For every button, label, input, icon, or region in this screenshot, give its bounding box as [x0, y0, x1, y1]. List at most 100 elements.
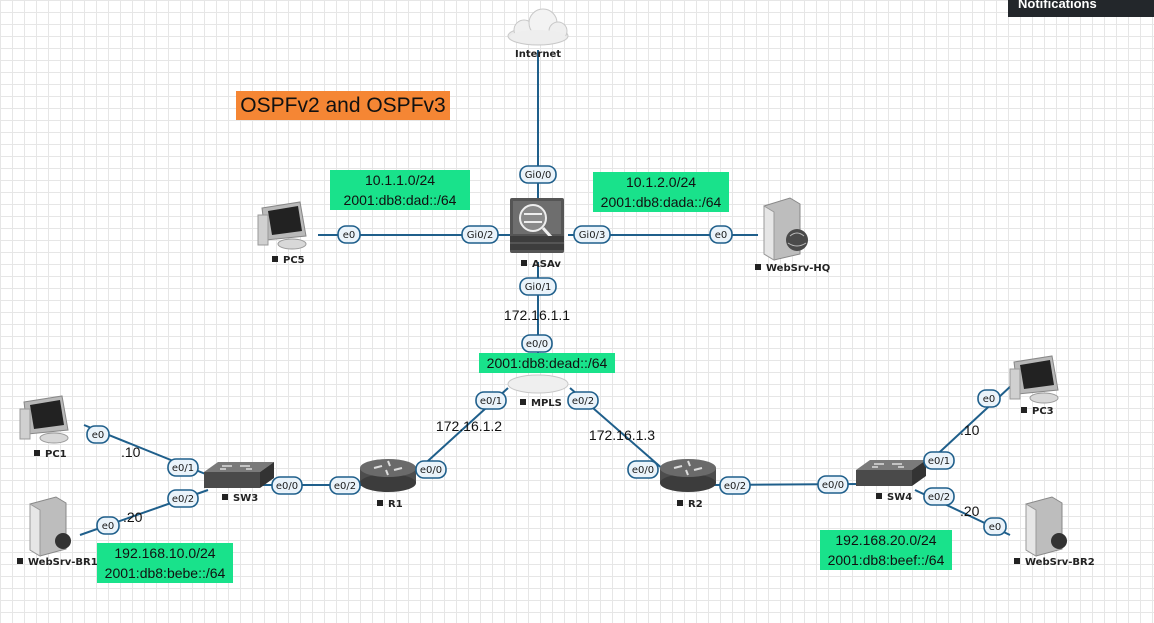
computer-icon — [1009, 355, 1059, 404]
server-icon — [763, 197, 808, 261]
server-icon — [29, 496, 71, 557]
subnet-box-right: 10.1.2.0/24 2001:db8:dada::/64 — [593, 172, 729, 212]
iface-label: e0/2 — [572, 396, 594, 407]
switch-icon — [856, 460, 926, 486]
notifications-tab[interactable]: Notifications — [1008, 0, 1154, 17]
mpls-label: MPLS — [531, 398, 562, 409]
websrv-hq-node[interactable]: WebSrv-HQ — [755, 197, 830, 274]
iface-mpls-e00[interactable]: e0/0 — [521, 334, 553, 353]
mpls-node[interactable]: MPLS — [507, 374, 569, 409]
iface-r2-e02[interactable]: e0/2 — [719, 476, 751, 495]
internet-node[interactable]: Internet — [507, 8, 569, 60]
websrv-br1-node[interactable]: WebSrv-BR1 — [17, 496, 98, 568]
websrv-br2-label: WebSrv-BR2 — [1025, 557, 1095, 568]
iface-label: Gi0/1 — [525, 282, 552, 293]
iface-label: e0/1 — [928, 456, 950, 467]
cloud-icon — [507, 374, 569, 394]
cloud-icon — [507, 8, 569, 46]
iface-label: e0/2 — [724, 481, 746, 492]
iface-label: Gi0/0 — [525, 170, 552, 181]
pc5-label: PC5 — [283, 255, 305, 266]
iface-sw4-e00[interactable]: e0/0 — [817, 475, 849, 494]
iface-label: e0 — [92, 430, 105, 441]
subnet-v4: 192.168.10.0/24 — [114, 545, 216, 561]
pc3-label: PC3 — [1032, 406, 1054, 417]
iface-sw4-e02[interactable]: e0/2 — [923, 487, 955, 506]
r1-label: R1 — [388, 499, 403, 510]
iface-label: Gi0/2 — [467, 230, 494, 241]
subnet-v6: 2001:db8:beef::/64 — [827, 552, 945, 568]
subnet-v6: 2001:db8:dead::/64 — [486, 355, 608, 371]
pc1-label: PC1 — [45, 449, 67, 460]
sw3-node[interactable]: SW3 — [204, 462, 274, 504]
pc1-node[interactable]: PC1 — [19, 395, 69, 460]
asav-status-icon — [521, 260, 527, 266]
websrv-br2-status-icon — [1014, 558, 1020, 564]
iface-r2-e00[interactable]: e0/0 — [627, 460, 659, 479]
iface-asav-gi01[interactable]: Gi0/1 — [519, 277, 557, 296]
iface-label: Gi0/3 — [579, 230, 606, 241]
asav-node[interactable]: ASAv — [510, 198, 564, 270]
r2-node[interactable]: R2 — [660, 459, 716, 510]
pc3-node[interactable]: PC3 — [1009, 355, 1059, 417]
ip-label-asav-gi01: 172.16.1.1 — [504, 307, 570, 323]
sw4-node[interactable]: SW4 — [856, 460, 926, 503]
iface-pc5-e0[interactable]: e0 — [337, 225, 361, 244]
computer-icon — [19, 395, 69, 444]
switch-icon — [204, 462, 274, 488]
router-icon — [360, 459, 416, 492]
iface-asav-gi03[interactable]: Gi0/3 — [573, 225, 611, 244]
iface-br1-e0[interactable]: e0 — [96, 516, 120, 535]
iface-label: e0/0 — [420, 465, 442, 476]
iface-mpls-e01[interactable]: e0/1 — [475, 391, 507, 410]
r2-label: R2 — [688, 499, 703, 510]
iface-label: e0/2 — [928, 492, 950, 503]
diagram-title: OSPFv2 and OSPFv3 — [236, 91, 450, 120]
iface-sw3-e00[interactable]: e0/0 — [271, 476, 303, 495]
subnet-box-br1: 192.168.10.0/24 2001:db8:bebe::/64 — [97, 543, 233, 583]
subnet-v4: 192.168.20.0/24 — [835, 532, 937, 548]
pc3-status-icon — [1021, 407, 1027, 413]
subnet-v6: 2001:db8:bebe::/64 — [104, 565, 226, 581]
iface-sw3-e02[interactable]: e0/2 — [167, 489, 199, 508]
iface-asav-gi00[interactable]: Gi0/0 — [519, 165, 557, 184]
host-label-pc3: .10 — [960, 422, 980, 438]
websrv-br2-node[interactable]: WebSrv-BR2 — [1014, 496, 1095, 568]
r1-node[interactable]: R1 — [360, 459, 416, 510]
iface-r1-e00[interactable]: e0/0 — [415, 460, 447, 479]
iface-sw3-e01[interactable]: e0/1 — [167, 458, 199, 477]
host-label-br1: .20 — [123, 509, 143, 525]
iface-asav-gi02[interactable]: Gi0/2 — [461, 225, 499, 244]
iface-label: e0/2 — [172, 494, 194, 505]
iface-br2-e0[interactable]: e0 — [983, 517, 1007, 536]
iface-pc3-e0[interactable]: e0 — [977, 389, 1001, 408]
r1-status-icon — [377, 500, 383, 506]
pc5-node[interactable]: PC5 — [257, 201, 307, 266]
iface-label: e0/0 — [822, 480, 844, 491]
internet-label: Internet — [515, 49, 561, 60]
websrv-br1-status-icon — [17, 558, 23, 564]
pc5-status-icon — [272, 256, 278, 262]
iface-label: e0 — [343, 230, 356, 241]
ip-label-r1: 172.16.1.2 — [436, 418, 502, 434]
subnet-v4: 10.1.2.0/24 — [625, 174, 697, 190]
asav-label: ASAv — [532, 259, 561, 270]
iface-r1-e02[interactable]: e0/2 — [329, 476, 361, 495]
iface-label: e0/0 — [632, 465, 654, 476]
iface-label: e0/2 — [334, 481, 356, 492]
websrv-hq-status-icon — [755, 264, 761, 270]
host-label-br2: .20 — [960, 503, 980, 519]
iface-pc1-e0[interactable]: e0 — [86, 425, 110, 444]
iface-sw4-e01[interactable]: e0/1 — [923, 451, 955, 470]
iface-hq-e0[interactable]: e0 — [709, 225, 733, 244]
r2-status-icon — [677, 500, 683, 506]
sw3-label: SW3 — [233, 493, 258, 504]
subnet-v6: 2001:db8:dad::/64 — [343, 192, 457, 208]
iface-mpls-e02[interactable]: e0/2 — [567, 391, 599, 410]
ip-label-r2: 172.16.1.3 — [589, 427, 655, 443]
iface-label: e0/0 — [276, 481, 298, 492]
websrv-hq-label: WebSrv-HQ — [766, 263, 830, 274]
server-icon — [1025, 496, 1067, 557]
subnet-box-br2: 192.168.20.0/24 2001:db8:beef::/64 — [820, 530, 952, 570]
